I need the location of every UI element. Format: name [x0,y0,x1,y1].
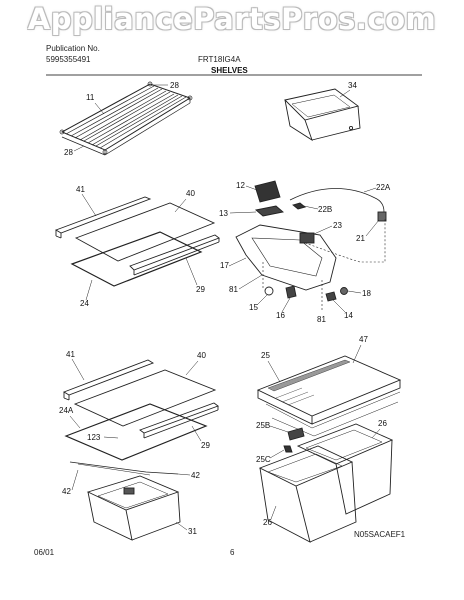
publication-number: 5995355491 [46,55,91,64]
section-title: SHELVES [211,66,248,75]
callout-41-top: 41 [76,185,85,194]
callout-40-top: 40 [186,189,195,198]
publication-label: Publication No. [46,44,100,53]
watermark-logo: AppliancePartsPros.com [27,2,437,36]
crisper-assembly [256,355,402,543]
callout-28-top: 28 [170,81,179,90]
callout-11: 11 [86,93,95,102]
glass-shelf-upper [54,196,220,287]
callout-16: 16 [276,311,285,320]
callout-40-bottom: 40 [197,351,206,360]
wire-shelf [59,81,193,156]
diagram-code: N05SACAEF1 [354,530,406,539]
callout-31: 31 [188,527,197,536]
callout-28-bottom: 28 [64,148,73,157]
callout-25: 25 [261,351,270,360]
callout-25c: 25C [256,455,271,464]
glass-shelf-lower [62,359,219,541]
callout-26-bottom: 26 [263,518,272,527]
model-number: FRT18IG4A [198,55,241,64]
callout-81-left: 81 [229,285,238,294]
callout-21: 21 [356,234,365,243]
callout-25b: 25B [256,421,270,430]
footer-date: 06/01 [34,548,55,557]
shelf-pan [284,88,361,142]
callout-22a: 22A [376,183,391,192]
callout-22b: 22B [318,205,332,214]
callout-41-bottom: 41 [66,350,75,359]
callout-42-left: 42 [62,487,71,496]
page-number: 6 [230,548,235,557]
callout-29-bottom: 29 [201,441,210,450]
callout-12: 12 [236,181,245,190]
callout-15: 15 [249,303,258,312]
callout-23: 23 [333,221,342,230]
control-assembly [235,180,387,310]
callout-24a: 24A [59,406,74,415]
callout-26-top: 26 [378,419,387,428]
callout-42-right: 42 [191,471,200,480]
callout-123: 123 [87,433,101,442]
callout-13: 13 [219,209,228,218]
callout-81-right: 81 [317,315,326,324]
callout-24: 24 [80,299,89,308]
callout-34: 34 [348,81,357,90]
callout-17: 17 [220,261,229,270]
callout-29-top: 29 [196,285,205,294]
callout-47: 47 [359,335,368,344]
callout-14: 14 [344,311,353,320]
callout-18: 18 [362,289,371,298]
